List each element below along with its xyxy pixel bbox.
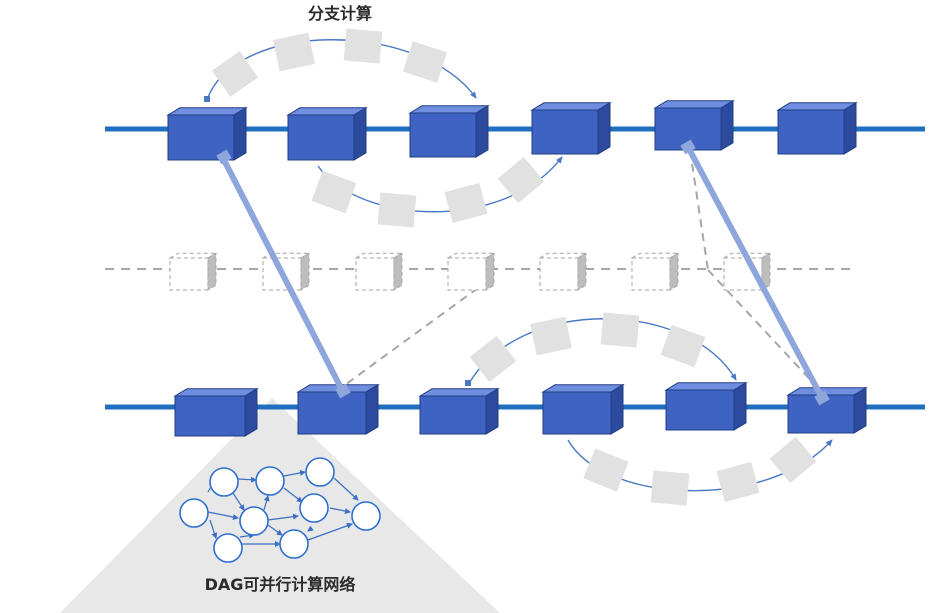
cross-link-right-end (814, 390, 830, 406)
dag-node (299, 493, 329, 523)
bottom-chain-block (173, 387, 259, 437)
ghost-block (716, 461, 760, 503)
top-chain-block (286, 106, 368, 161)
cross-link-left-end (335, 383, 351, 399)
dashed-ghost-cube (168, 252, 218, 291)
ghost-block (311, 170, 357, 214)
branch-computing-title: 分支计算 (307, 4, 372, 23)
ghost-block (377, 192, 417, 228)
cross-link-left (221, 158, 346, 394)
bottom-chain-blocks (173, 381, 868, 437)
dashed-ghost-cube (446, 252, 496, 291)
ghost-block (273, 32, 315, 72)
dashed-ghost-cube (538, 252, 588, 291)
ghost-block (469, 335, 517, 383)
branch-arc-start-marker (204, 96, 210, 102)
ghost-block (769, 436, 817, 484)
dag-edge (267, 513, 299, 521)
ghost-blocks (211, 28, 817, 506)
dag-edge (333, 477, 359, 501)
dag-edge (329, 507, 351, 514)
ghost-block (444, 182, 488, 224)
cross-link-right (685, 145, 825, 400)
dag-graph (207, 469, 359, 547)
dag-edge (267, 524, 283, 536)
top-chain-block (653, 99, 735, 151)
dag-edge (207, 511, 239, 520)
dag-node (351, 501, 381, 531)
top-chain-block (776, 101, 858, 155)
dag-node (213, 533, 243, 563)
cross-link-right-end (680, 139, 696, 155)
dag-edge (237, 476, 257, 483)
bottom-chain-block (786, 386, 868, 434)
dag-network-label: DAG可并行计算网络 (204, 575, 356, 594)
ghost-block (497, 156, 545, 204)
dag-edge (209, 519, 218, 539)
dag-edge (232, 492, 245, 511)
dag-node (305, 457, 335, 487)
dag-edge (263, 495, 270, 511)
dashed-ghost-cube (354, 252, 404, 291)
dag-node (179, 498, 209, 528)
branch-arc-bottom-marker (465, 380, 471, 386)
ghost-block (660, 324, 706, 368)
dag-node (255, 466, 285, 496)
dashed-cube-row (168, 252, 772, 291)
dashed-ghost-cube (630, 252, 680, 291)
ghost-block (402, 41, 448, 83)
cross-link-left-end (216, 149, 232, 165)
top-chain-blocks (166, 99, 858, 161)
ghost-block (583, 448, 629, 492)
dag-edge (307, 522, 353, 541)
ghost-block (211, 51, 259, 97)
ghost-block (650, 470, 690, 506)
dag-nodes (179, 457, 381, 563)
dag-node (279, 529, 309, 559)
dag-edge (283, 469, 306, 477)
bottom-chain-block (541, 383, 625, 435)
dag-edge (307, 525, 314, 532)
ghost-block (530, 316, 572, 356)
top-chain-block (530, 101, 612, 155)
ghost-block (343, 28, 383, 64)
dag-node (209, 467, 239, 497)
bottom-chain-block (418, 387, 500, 435)
dashed-link-a (337, 287, 479, 391)
top-chain-block (166, 106, 248, 161)
top-chain-block (408, 104, 490, 158)
bottom-chain-block (664, 381, 748, 431)
dag-node (239, 506, 269, 536)
dag-edge (283, 487, 303, 503)
dag-backdrop-triangle (60, 398, 500, 613)
ghost-block (600, 312, 640, 348)
dashed-link-b (689, 149, 709, 271)
